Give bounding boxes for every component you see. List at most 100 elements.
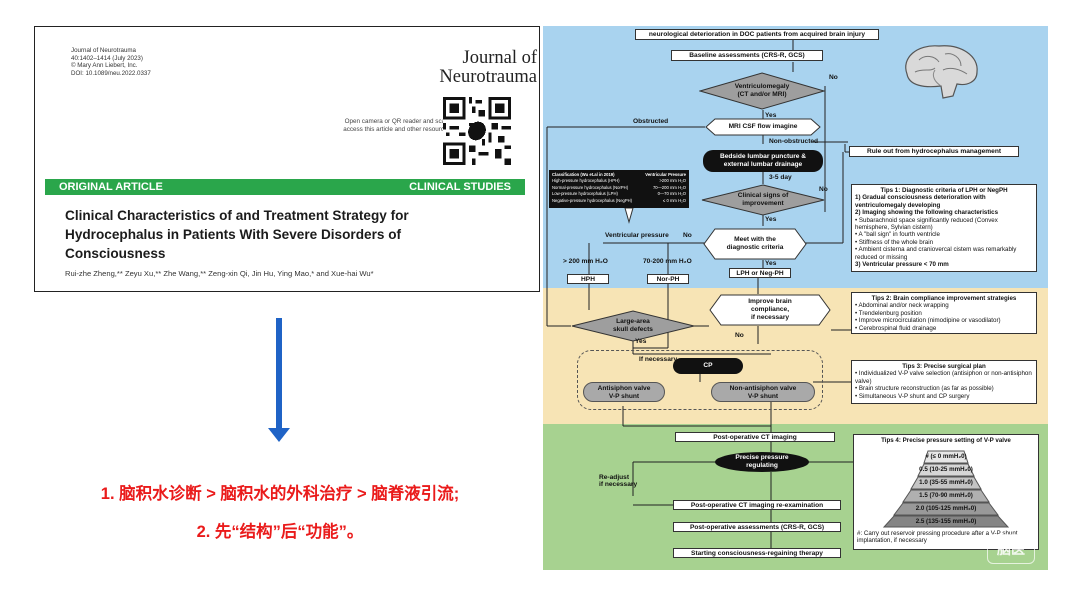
tip-line: • Improve microcirculation (nimodipine o… (855, 317, 1001, 325)
mri-csf-decision: MRI CSF flow imagine (705, 118, 821, 136)
decision-line: Large-area (616, 318, 650, 325)
start-therapy-box: Starting consciousness-regaining therapy (673, 548, 841, 558)
decision-line: Meet with the (734, 236, 776, 243)
yes-label: Yes (635, 338, 647, 345)
classification-cell: Low-pressure hydrocephalus (LPH) (552, 191, 618, 197)
tip-4-note: #: Carry out reservoir pressing procedur… (857, 530, 1018, 545)
paper-authors: Rui-zhe Zheng,** Zeyu Xu,** Zhe Wang,** … (65, 269, 374, 278)
pill-line: V-P shunt (608, 393, 640, 400)
classification-row: Negative-pressure hydrocephalus (NegPH) ≤… (552, 198, 686, 204)
hph-box: HPH (567, 274, 609, 284)
pyramid-level: 1.5 (70-90 mmH₂0) (919, 492, 973, 499)
brain-icon (905, 45, 978, 99)
oval-line: regulating (746, 462, 778, 469)
tip-3-box: Tips 3: Precise surgical plan • Individu… (851, 360, 1037, 404)
journal-logo: Journal of Neurotrauma (401, 49, 537, 87)
classification-cell: 70—200 mm H₂O (652, 184, 686, 190)
classification-cell: Negative-pressure hydrocephalus (NegPH) (552, 197, 633, 203)
classification-cell: 0—70 mm H₂O (657, 191, 686, 197)
decision-line: diagnostic criteria (726, 244, 784, 251)
antisiphon-box: Antisiphon valve V-P shunt (583, 382, 665, 402)
days-label: 3-5 day (769, 174, 792, 181)
tip-line: • Simultaneous V-P shunt and CP surgery (855, 392, 970, 400)
pill-line: Non-antisiphon valve (729, 385, 797, 392)
bedside-drainage-box: Bedside lumbar puncture & external lumba… (703, 150, 823, 172)
decision-shape (571, 310, 695, 342)
classification-header-right: Ventricular Pressure (645, 172, 686, 177)
tip-line: 3) Ventricular pressure < 70 mm (855, 261, 949, 269)
classification-row: Low-pressure hydrocephalus (LPH) 0—70 mm … (552, 191, 686, 197)
pyramid-level: 1.0 (35-55 mmH₂0) (919, 479, 973, 486)
oval-line: Precise pressure (735, 454, 789, 461)
pressure-pyramid (882, 450, 1010, 528)
tip-title: Tips 4: Precise pressure setting of V-P … (881, 437, 1011, 444)
classification-table: Classification (Wu et.al in 2019)Ventric… (549, 170, 689, 208)
no-label: No (683, 232, 692, 239)
no-label: No (735, 332, 744, 339)
tip-line: • Trendelenburg position (855, 309, 922, 317)
yes-label: Yes (765, 112, 777, 119)
no-label: No (829, 74, 838, 81)
pyramid-level: 2.0 (105-125 mmH₂0) (915, 505, 977, 512)
gt200-label: > 200 mm H₂O (563, 258, 608, 265)
rule-out-box: Rule out from hydrocephalus management (849, 146, 1019, 157)
journal-meta: Journal of Neurotrauma 40:1402–1414 (Jul… (71, 47, 151, 77)
decision-line: improvement (742, 200, 784, 207)
obstructed-label: Obstructed (633, 118, 669, 125)
range-70-200-label: 70-200 mm H₂O (643, 258, 692, 265)
tip-line: 2) Imaging showing the following charact… (855, 209, 999, 217)
tip-line: • A "ball sign" in fourth ventricle (855, 231, 940, 239)
tip-1-box: Tips 1: Diagnostic criteria of LPH or Ne… (851, 184, 1037, 272)
decision-line: MRI CSF flow imagine (728, 123, 798, 130)
decision-shape (701, 184, 825, 216)
decision-line: (CT and/or MRI) (737, 91, 787, 98)
qr-code-icon[interactable] (443, 97, 511, 165)
classification-cell: High-pressure hydrocephalus (HPH) (552, 178, 620, 184)
tip-title: Tips 2: Brain compliance improvement str… (871, 295, 1017, 302)
norph-box: Nor-PH (647, 274, 689, 284)
decision-shape (705, 118, 821, 136)
non-obstructed-label: Non-obstructed (769, 138, 819, 145)
summary-line-2: 2. 先“结构”后“功能”。 (196, 523, 364, 541)
pyramid-level: 0.5 (10-25 mmH₂0) (919, 466, 973, 473)
flow-connectors (546, 40, 853, 548)
journal-logo-line: Neurotrauma (439, 67, 537, 87)
tip-line: 1) Gradual consciousness deterioration w… (855, 194, 986, 209)
classification-row: Normal-pressure hydrocephalus (NorPH) 70—… (552, 185, 686, 191)
non-antisiphon-box: Non-antisiphon valve V-P shunt (711, 382, 815, 402)
if-necessary-label: If necessary (639, 356, 678, 363)
reexam-box: Post-operative CT imaging re-examination (673, 500, 841, 510)
decision-line: Ventriculomegaly (734, 83, 790, 90)
pill-line: V-P shunt (747, 393, 779, 400)
oval-line: Bedside lumbar puncture & (719, 153, 807, 160)
cp-box: CP (673, 358, 743, 374)
decision-line: Clinical signs of (737, 192, 789, 199)
pyramid-level: 2.5 (135-155 mmH₂0) (915, 518, 977, 525)
oval-line: external lumbar drainage (723, 161, 803, 168)
watermark-text: 脑医 (997, 541, 1025, 557)
journal-meta-line: 40:1402–1414 (July 2023) (71, 54, 143, 62)
decision-line: Improve brain (748, 298, 792, 305)
journal-meta-line: DOI: 10.1089/neu.2022.0337 (71, 69, 151, 77)
readjust-line: if necessary (599, 481, 638, 488)
classification-cell: ≤ 0 mm H₂O (662, 197, 686, 203)
down-arrow-shaft (276, 318, 282, 430)
decision-shape (709, 294, 831, 326)
pyramid-level: # (≤ 0 mmH₂0) (925, 453, 967, 460)
tip-line: • Individualized V-P valve selection (an… (855, 370, 1032, 385)
yes-label: Yes (765, 260, 777, 267)
tip-line: • Ambient cisterna and craniovercal cist… (855, 246, 1017, 261)
callout-arrow-icon (624, 208, 634, 224)
journal-logo-line: Journal of (462, 48, 538, 68)
decision-line: skull defects (613, 326, 653, 333)
tip-title: Tips 3: Precise surgical plan (902, 363, 986, 370)
classification-row: High-pressure hydrocephalus (HPH)>200 mm… (552, 178, 686, 184)
classification-cell: Normal-pressure hydrocephalus (NorPH) (552, 184, 629, 190)
summary-line-1: 1. 脑积水诊断 > 脑积水的外科治疗 > 脑脊液引流; (100, 485, 460, 503)
tip-line: • Abdominal and/or neck wrapping (855, 302, 949, 310)
tip-line: • Subarachnoid space significantly reduc… (855, 216, 998, 232)
